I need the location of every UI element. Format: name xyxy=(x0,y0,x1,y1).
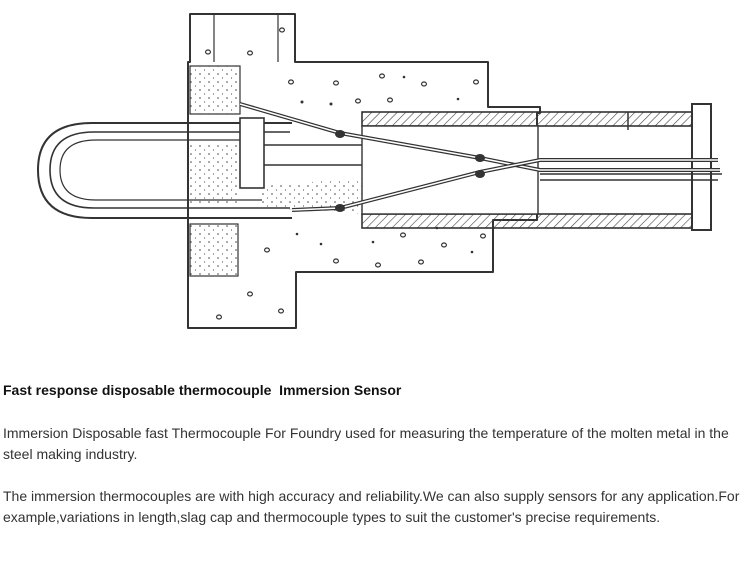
aggregate-dots xyxy=(295,75,474,254)
body-inner-line xyxy=(213,14,279,62)
aggregate-specks xyxy=(205,27,487,320)
cardboard-tube-bottom xyxy=(361,213,693,229)
contact-end-mid-1 xyxy=(475,154,485,162)
cardboard-tube-top xyxy=(361,111,693,127)
product-heading: Fast response disposable thermocouple Im… xyxy=(3,382,402,398)
tube-end-cap xyxy=(691,103,712,231)
steel-cap xyxy=(239,117,265,189)
thermocouple-diagram xyxy=(36,13,722,329)
sand-zone-left-bottom xyxy=(189,223,239,277)
contact-end-upper xyxy=(335,130,345,138)
quartz-u-tube-inner xyxy=(49,131,290,209)
contact-end-mid-2 xyxy=(475,170,485,178)
contact-end-lower xyxy=(335,204,345,212)
quartz-u-tube-core xyxy=(59,139,262,201)
description-paragraph-1: Immersion Disposable fast Thermocouple F… xyxy=(3,425,729,462)
sand-zone-left-mid xyxy=(190,143,238,203)
sand-zone-left-top xyxy=(189,65,241,115)
description-paragraph-2: The immersion thermocouples are with hig… xyxy=(3,488,740,525)
contact-block xyxy=(361,125,539,215)
quartz-u-tube-outer xyxy=(36,122,292,219)
